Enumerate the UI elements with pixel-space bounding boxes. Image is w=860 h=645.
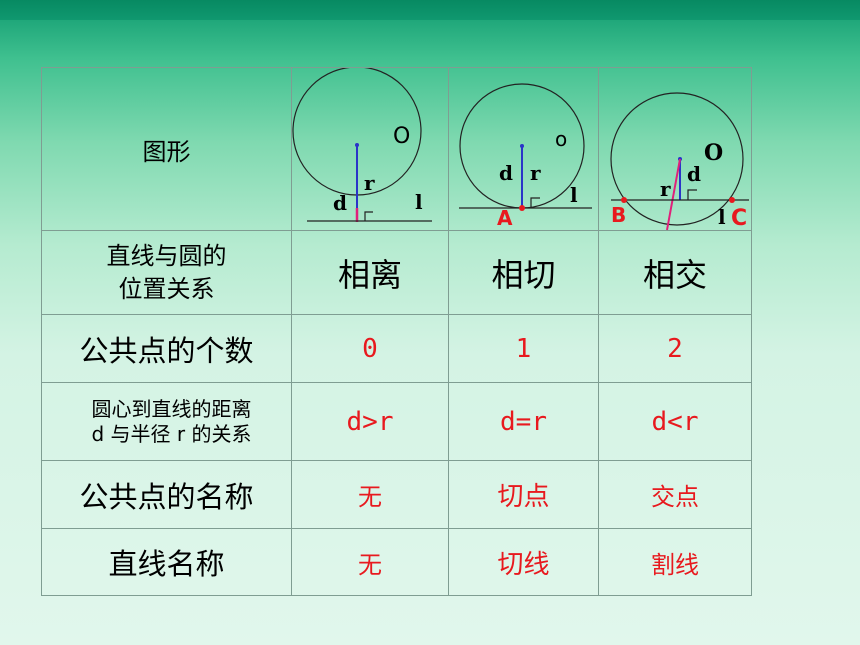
circle-outline [610,92,744,226]
line-name-separate-cell: 无 [291,528,449,596]
count-label-cell: 公共点的个数 [41,314,292,383]
right-angle-mark [687,189,697,200]
line-name-label: 直线名称 [108,547,225,581]
point-name-intersect: 交点 [651,483,699,511]
distance-intersect-cell: d<r [598,382,752,461]
count-intersect-cell: 2 [598,314,752,383]
position-separate-cell: 相离 [291,230,449,315]
label-l: l [718,205,726,229]
label-o: O [393,124,410,149]
label-b: B [611,203,626,227]
figure-separate: O r d l [292,68,432,222]
row-figure: 图形 O r d l [41,67,752,231]
distance-label-line1: 圆心到直线的距离 [91,396,252,421]
line-name-separate: 无 [358,550,382,579]
label-d: d [333,191,347,215]
label-o: o [555,127,567,151]
point-name-tangent-cell: 切点 [448,460,599,529]
comparison-table: 图形 O r d l [41,67,752,596]
distance-label-line2: d 与半径 r 的关系 [91,421,252,446]
figure-separate-cell: O r d l [291,67,449,231]
count-intersect: 2 [667,333,683,364]
figure-intersect: O r d l B C [610,92,749,231]
point-name-label: 公共点的名称 [79,479,254,514]
line-name-label-cell: 直线名称 [41,528,292,596]
label-l: l [415,190,423,214]
row-line-name: 直线名称 无 切线 割线 [41,528,752,596]
distance-tangent-cell: d=r [448,382,599,461]
label-d: d [499,161,513,185]
top-bar [0,0,860,20]
intersection-b-dot [621,197,627,203]
label-r: r [530,161,541,185]
label-r: r [364,171,375,195]
figure-tangent-cell: o r d l A [448,67,599,231]
row-position: 直线与圆的 位置关系 相离 相切 相交 [41,230,752,315]
label-o: O [704,140,723,166]
label-a: A [497,206,513,230]
label-d: d [687,162,701,186]
point-name-separate: 无 [358,483,382,511]
row-distance: 圆心到直线的距离 d 与半径 r 的关系 d>r d=r d<r [41,382,752,461]
point-name-separate-cell: 无 [291,460,449,529]
label-l: l [570,183,578,207]
count-tangent-cell: 1 [448,314,599,383]
position-label-line2: 位置关系 [118,274,215,303]
point-name-intersect-cell: 交点 [598,460,752,529]
figure-intersect-cell: O r d l B C [598,67,752,231]
position-intersect: 相交 [642,255,707,294]
line-name-tangent: 切线 [497,549,550,580]
tangent-point-dot [519,205,525,211]
row-point-name: 公共点的名称 无 切点 交点 [41,460,752,529]
distance-separate-cell: d>r [291,382,449,461]
count-label: 公共点的个数 [79,333,254,368]
right-angle-mark [364,211,373,221]
distance-separate: d>r [346,406,394,437]
distance-intersect: d<r [651,406,699,437]
count-separate: 0 [362,333,378,364]
figure-header-cell: 图形 [41,67,292,231]
right-angle-mark [530,197,540,208]
label-c: C [731,206,747,231]
position-tangent: 相切 [491,255,556,294]
label-r: r [660,177,671,201]
point-name-label-cell: 公共点的名称 [41,460,292,529]
line-name-tangent-cell: 切线 [448,528,599,596]
line-name-intersect: 割线 [651,550,699,579]
distance-label-cell: 圆心到直线的距离 d 与半径 r 的关系 [41,382,292,461]
radius-line [666,158,681,231]
point-name-tangent: 切点 [497,482,550,512]
distance-tangent: d=r [500,406,547,437]
intersection-c-dot [729,197,735,203]
position-label-cell: 直线与圆的 位置关系 [41,230,292,315]
line-name-intersect-cell: 割线 [598,528,752,596]
figure-tangent: o r d l A [459,83,592,230]
position-label-line1: 直线与圆的 [106,242,227,271]
row-count: 公共点的个数 0 1 2 [41,314,752,383]
position-intersect-cell: 相交 [598,230,752,315]
position-separate: 相离 [337,255,402,294]
count-tangent: 1 [515,333,532,364]
count-separate-cell: 0 [291,314,449,383]
figure-header: 图形 [142,137,191,166]
position-tangent-cell: 相切 [448,230,599,315]
